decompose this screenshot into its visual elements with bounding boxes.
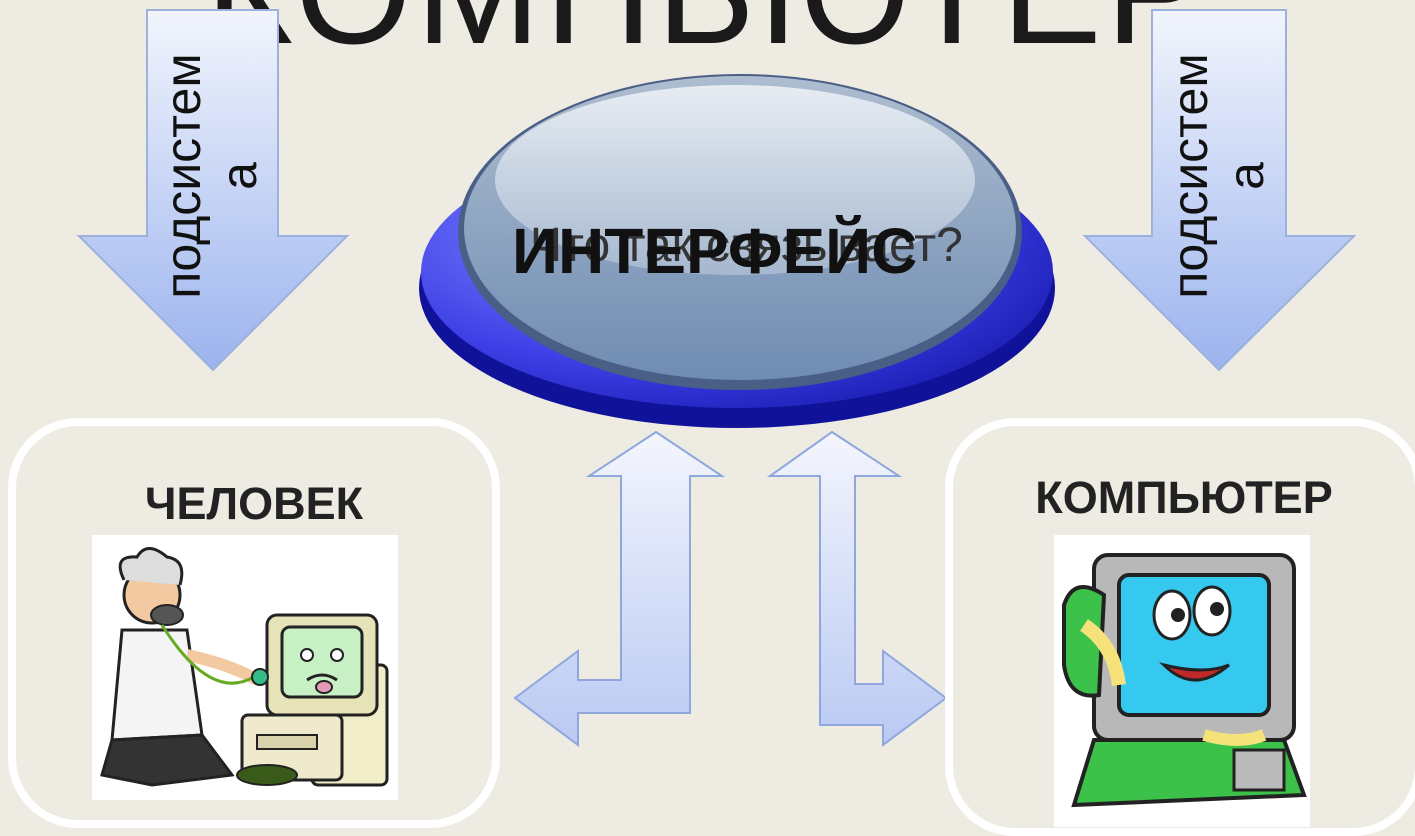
right-arrow-label: подсистем а <box>1162 26 1274 326</box>
left-arrow-label-line1: подсистем <box>155 53 211 299</box>
person-illustration <box>92 535 398 800</box>
slide-title: КОМПЬЮТЕР <box>0 0 1415 78</box>
connector-arrow-left <box>513 430 726 747</box>
cartoon-computer-image <box>1062 553 1307 808</box>
right-arrow-label-line2: а <box>1218 162 1274 190</box>
left-arrow-label: подсистем а <box>155 26 267 326</box>
person-box <box>8 418 500 828</box>
computer-illustration <box>1054 535 1310 827</box>
interface-disc <box>419 74 1055 428</box>
person-at-computer-image <box>100 547 389 787</box>
center-label: ИНТЕРФЕЙС <box>512 215 918 287</box>
center-question: Что так связывает? <box>530 219 963 272</box>
right-arrow-label-line1: подсистем <box>1162 53 1218 299</box>
person-box-title: ЧЕЛОВЕК <box>144 478 364 529</box>
left-down-arrow <box>76 9 350 372</box>
left-arrow-label-line2: а <box>211 162 267 190</box>
computer-box-title: КОМПЬЮТЕР <box>1035 472 1333 523</box>
right-down-arrow <box>1082 9 1357 372</box>
connector-arrow-right <box>766 430 948 747</box>
computer-box <box>945 418 1415 836</box>
